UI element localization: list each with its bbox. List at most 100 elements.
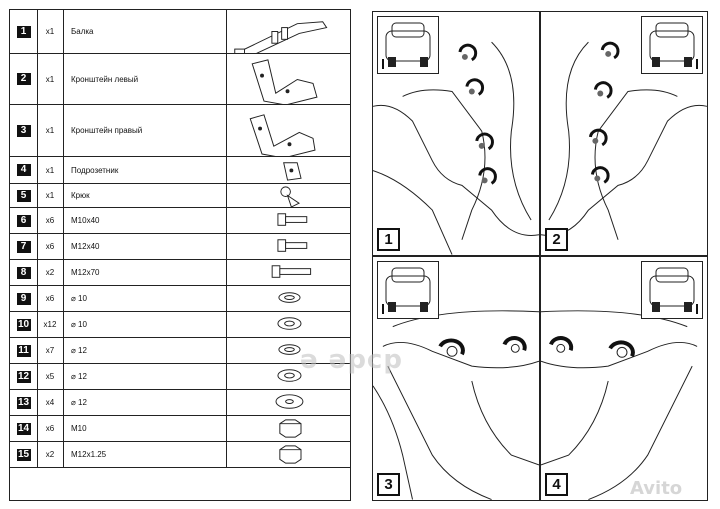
- step-2-drawing: [541, 41, 707, 240]
- parts-row: 13 x4⌀ 12: [10, 390, 350, 416]
- part-quantity: x4: [37, 390, 64, 415]
- parts-row: 11 x7⌀ 12: [10, 338, 350, 364]
- part-number-badge: 9: [16, 292, 31, 305]
- part-number-cell: 12: [10, 364, 38, 389]
- part-number-badge: 7: [16, 240, 31, 253]
- part-name: ⌀ 12: [63, 390, 227, 415]
- hex-nut-icon: [227, 442, 350, 467]
- beam-icon: [227, 10, 350, 53]
- part-number-badge: 8: [16, 266, 31, 279]
- step-3-drawing: [373, 310, 539, 500]
- part-name: M10: [63, 416, 227, 441]
- part-number-cell: 15: [10, 442, 38, 467]
- part-quantity: x7: [37, 338, 64, 363]
- step-number-2: 2: [545, 228, 568, 251]
- part-number-cell: 1: [10, 10, 38, 53]
- long-bolt-icon: [227, 260, 350, 285]
- part-number-cell: 8: [10, 260, 38, 285]
- watermark-corner: Avito: [630, 478, 683, 499]
- part-number-cell: 9: [10, 286, 38, 311]
- car-rear-view-inset: [377, 16, 439, 74]
- socket-plate-icon: [227, 157, 350, 183]
- part-number-cell: 5: [10, 184, 38, 207]
- part-number-badge: 11: [16, 344, 31, 357]
- step-panel-2: 2: [540, 11, 708, 256]
- part-quantity: x6: [37, 416, 64, 441]
- part-quantity: x2: [37, 260, 64, 285]
- part-number-badge: 15: [16, 448, 31, 461]
- part-number-cell: 10: [10, 312, 38, 337]
- part-name: M10x40: [63, 208, 227, 233]
- right-bracket-icon: [227, 105, 350, 156]
- step-number-4: 4: [545, 473, 568, 496]
- part-quantity: x1: [37, 157, 64, 183]
- part-name: Подрозетник: [63, 157, 227, 183]
- part-name: Крюк: [63, 184, 227, 207]
- part-name: Кронштейн левый: [63, 54, 227, 104]
- part-name: Кронштейн правый: [63, 105, 227, 156]
- part-name: Балка: [63, 10, 227, 53]
- flat-washer-icon: [227, 312, 350, 337]
- step-number-1: 1: [377, 228, 400, 251]
- part-number-badge: 4: [16, 164, 31, 176]
- car-rear-view-inset: [641, 261, 703, 319]
- part-quantity: x6: [37, 286, 64, 311]
- step-4-drawing: [541, 310, 698, 500]
- step-panel-3: 3: [372, 256, 540, 501]
- part-number-badge: 3: [16, 124, 31, 137]
- part-number-badge: 1: [16, 25, 31, 38]
- part-quantity: x1: [37, 10, 64, 53]
- part-number-cell: 11: [10, 338, 38, 363]
- part-number-badge: 5: [16, 189, 31, 202]
- part-number-cell: 13: [10, 390, 38, 415]
- part-name: M12x1.25: [63, 442, 227, 467]
- step-panel-1: 1: [372, 11, 540, 256]
- part-name: M12x40: [63, 234, 227, 259]
- part-number-badge: 10: [16, 318, 31, 331]
- part-quantity: x1: [37, 105, 64, 156]
- part-number-cell: 2: [10, 54, 38, 104]
- bolt-icon: [227, 208, 350, 233]
- left-bracket-icon: [227, 54, 350, 104]
- part-name: ⌀ 12: [63, 338, 227, 363]
- part-name: ⌀ 12: [63, 364, 227, 389]
- spring-washer-icon: [227, 286, 350, 311]
- flat-washer-icon: [227, 364, 350, 389]
- hook-icon: [227, 184, 350, 207]
- part-quantity: x6: [37, 208, 64, 233]
- part-quantity: x5: [37, 364, 64, 389]
- part-number-badge: 6: [16, 214, 31, 227]
- hex-nut-icon: [227, 416, 350, 441]
- part-number-cell: 7: [10, 234, 38, 259]
- part-number-badge: 13: [16, 396, 31, 409]
- part-quantity: x1: [37, 184, 64, 207]
- step-number-3: 3: [377, 473, 400, 496]
- bolt-icon: [227, 234, 350, 259]
- spring-washer-icon: [227, 338, 350, 363]
- part-number-badge: 2: [16, 73, 31, 85]
- step-1-drawing: [373, 41, 539, 255]
- parts-row: 9 x6⌀ 10: [10, 286, 350, 312]
- part-name: M12x70: [63, 260, 227, 285]
- part-number-badge: 14: [16, 422, 31, 435]
- part-number-cell: 14: [10, 416, 38, 441]
- part-number-cell: 4: [10, 157, 38, 183]
- part-name: ⌀ 10: [63, 286, 227, 311]
- car-rear-view-inset: [641, 16, 703, 74]
- part-quantity: x2: [37, 442, 64, 467]
- watermark-center: ǝ ǝpcp: [300, 345, 403, 375]
- car-rear-view-inset: [377, 261, 439, 319]
- part-number-cell: 3: [10, 105, 38, 156]
